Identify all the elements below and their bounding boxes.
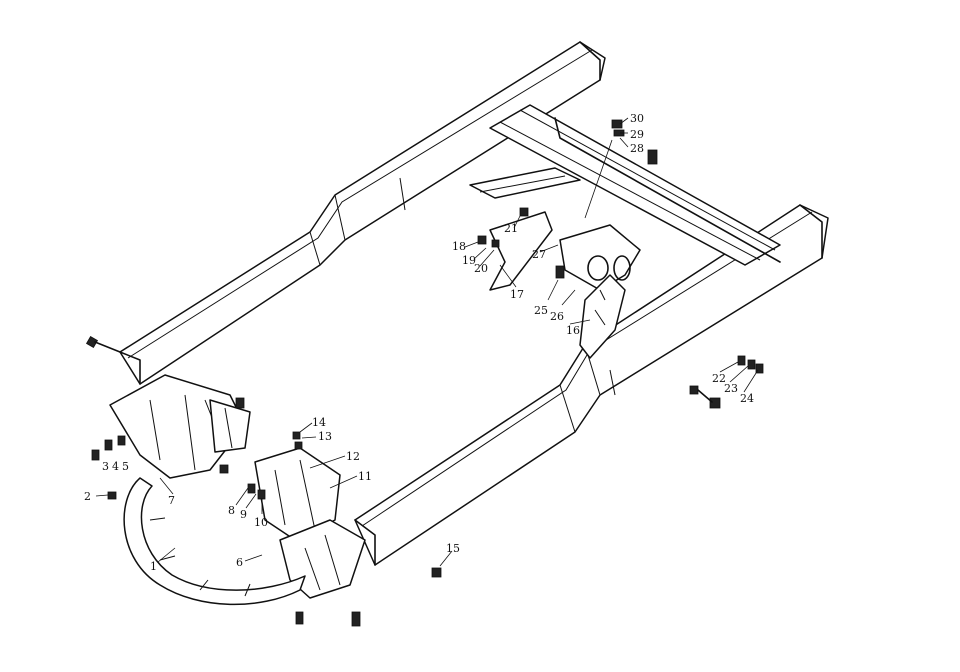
leader-lines — [95, 117, 759, 567]
callout-19: 19 — [462, 254, 476, 267]
callout-27: 27 — [532, 248, 546, 261]
callout-9: 9 — [240, 508, 247, 521]
callout-29: 29 — [630, 128, 644, 141]
callout-3: 3 — [102, 460, 109, 473]
callout-13: 13 — [318, 430, 332, 443]
callout-15: 15 — [446, 542, 460, 555]
bolts — [85, 119, 764, 627]
callout-23: 23 — [724, 382, 738, 395]
callout-28: 28 — [630, 142, 644, 155]
middle-cross-member — [469, 167, 581, 199]
callout-26: 26 — [550, 310, 564, 323]
callout-14: 14 — [312, 416, 326, 429]
callout-11: 11 — [358, 470, 372, 483]
callout-labels: 1 2 3 4 5 6 7 8 9 10 11 12 13 14 15 16 1… — [84, 112, 754, 573]
callout-22: 22 — [712, 372, 726, 385]
callout-8: 8 — [228, 504, 235, 517]
rear-hanger-assembly — [489, 211, 641, 359]
callout-21: 21 — [504, 222, 518, 235]
rear-cross-member — [489, 104, 781, 266]
callout-4: 4 — [112, 460, 119, 473]
front-left-hanger-assembly — [109, 374, 251, 479]
callout-1: 1 — [150, 560, 157, 573]
callout-24: 24 — [740, 392, 754, 405]
callout-7: 7 — [168, 494, 175, 507]
front-right-hanger-assembly — [254, 447, 366, 599]
callout-30: 30 — [630, 112, 644, 125]
callout-2: 2 — [84, 490, 91, 503]
front-bumper-tube — [123, 477, 306, 606]
callout-17: 17 — [510, 288, 524, 301]
callout-20: 20 — [474, 262, 488, 275]
callout-6: 6 — [236, 556, 243, 569]
callout-18: 18 — [452, 240, 466, 253]
callout-25: 25 — [534, 304, 548, 317]
callout-5: 5 — [122, 460, 129, 473]
left-frame-rail — [119, 41, 606, 385]
callout-10: 10 — [254, 516, 268, 529]
callout-16: 16 — [566, 324, 580, 337]
callout-12: 12 — [346, 450, 360, 463]
